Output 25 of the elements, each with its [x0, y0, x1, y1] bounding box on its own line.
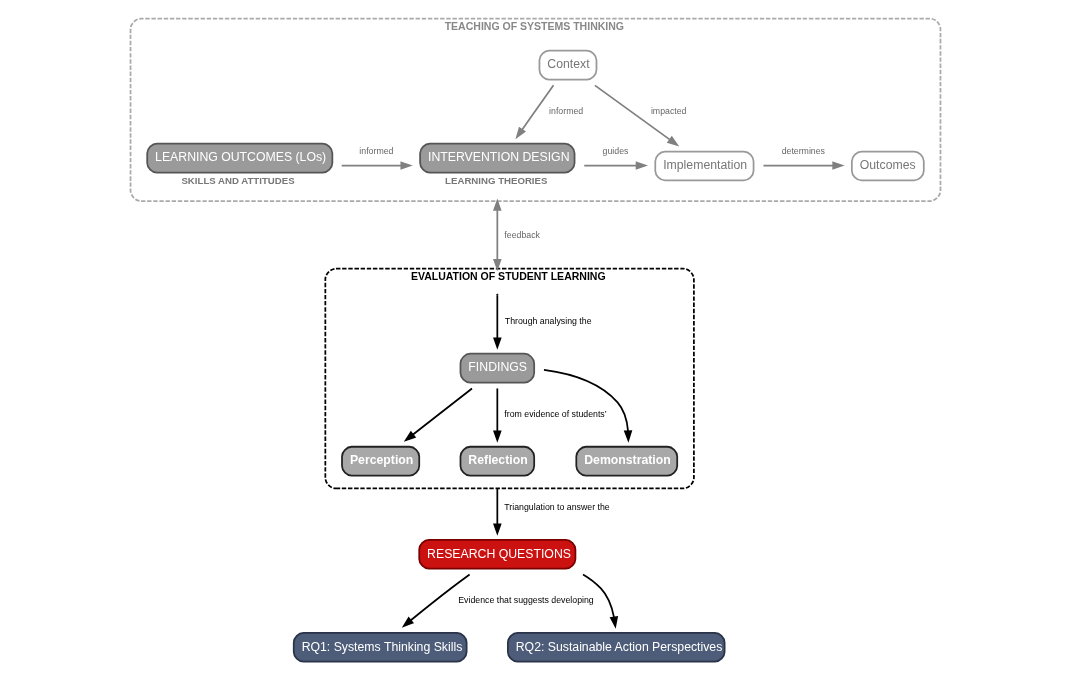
arrow	[762, 161, 845, 170]
edge-label: Through analysing the	[504, 315, 592, 326]
arrow	[542, 369, 632, 443]
edge-label: informed	[358, 145, 393, 156]
arrow	[340, 161, 413, 170]
arrow	[492, 487, 502, 536]
edge-label: from evidence of students’	[503, 408, 607, 419]
edge-label: Triangulation to answer the	[503, 501, 610, 512]
arrow	[401, 573, 470, 628]
arrow	[492, 387, 502, 443]
arrow	[492, 294, 502, 350]
arrow	[492, 198, 502, 272]
edge-label: feedback	[503, 229, 540, 240]
edge-label: impacted	[650, 105, 686, 116]
arrow	[593, 84, 679, 147]
arrow	[582, 161, 648, 170]
edge-label: guides	[602, 145, 628, 156]
node-label: SKILLS AND ATTITUDES	[180, 174, 295, 186]
node-label: LEARNING THEORIES	[444, 174, 547, 186]
arrow	[514, 84, 554, 140]
arrow	[403, 387, 473, 442]
edge-label: informed	[548, 105, 583, 116]
edge-label: determines	[781, 145, 825, 156]
arrow	[581, 573, 618, 629]
edge-label: Evidence that suggests developing	[457, 594, 594, 605]
